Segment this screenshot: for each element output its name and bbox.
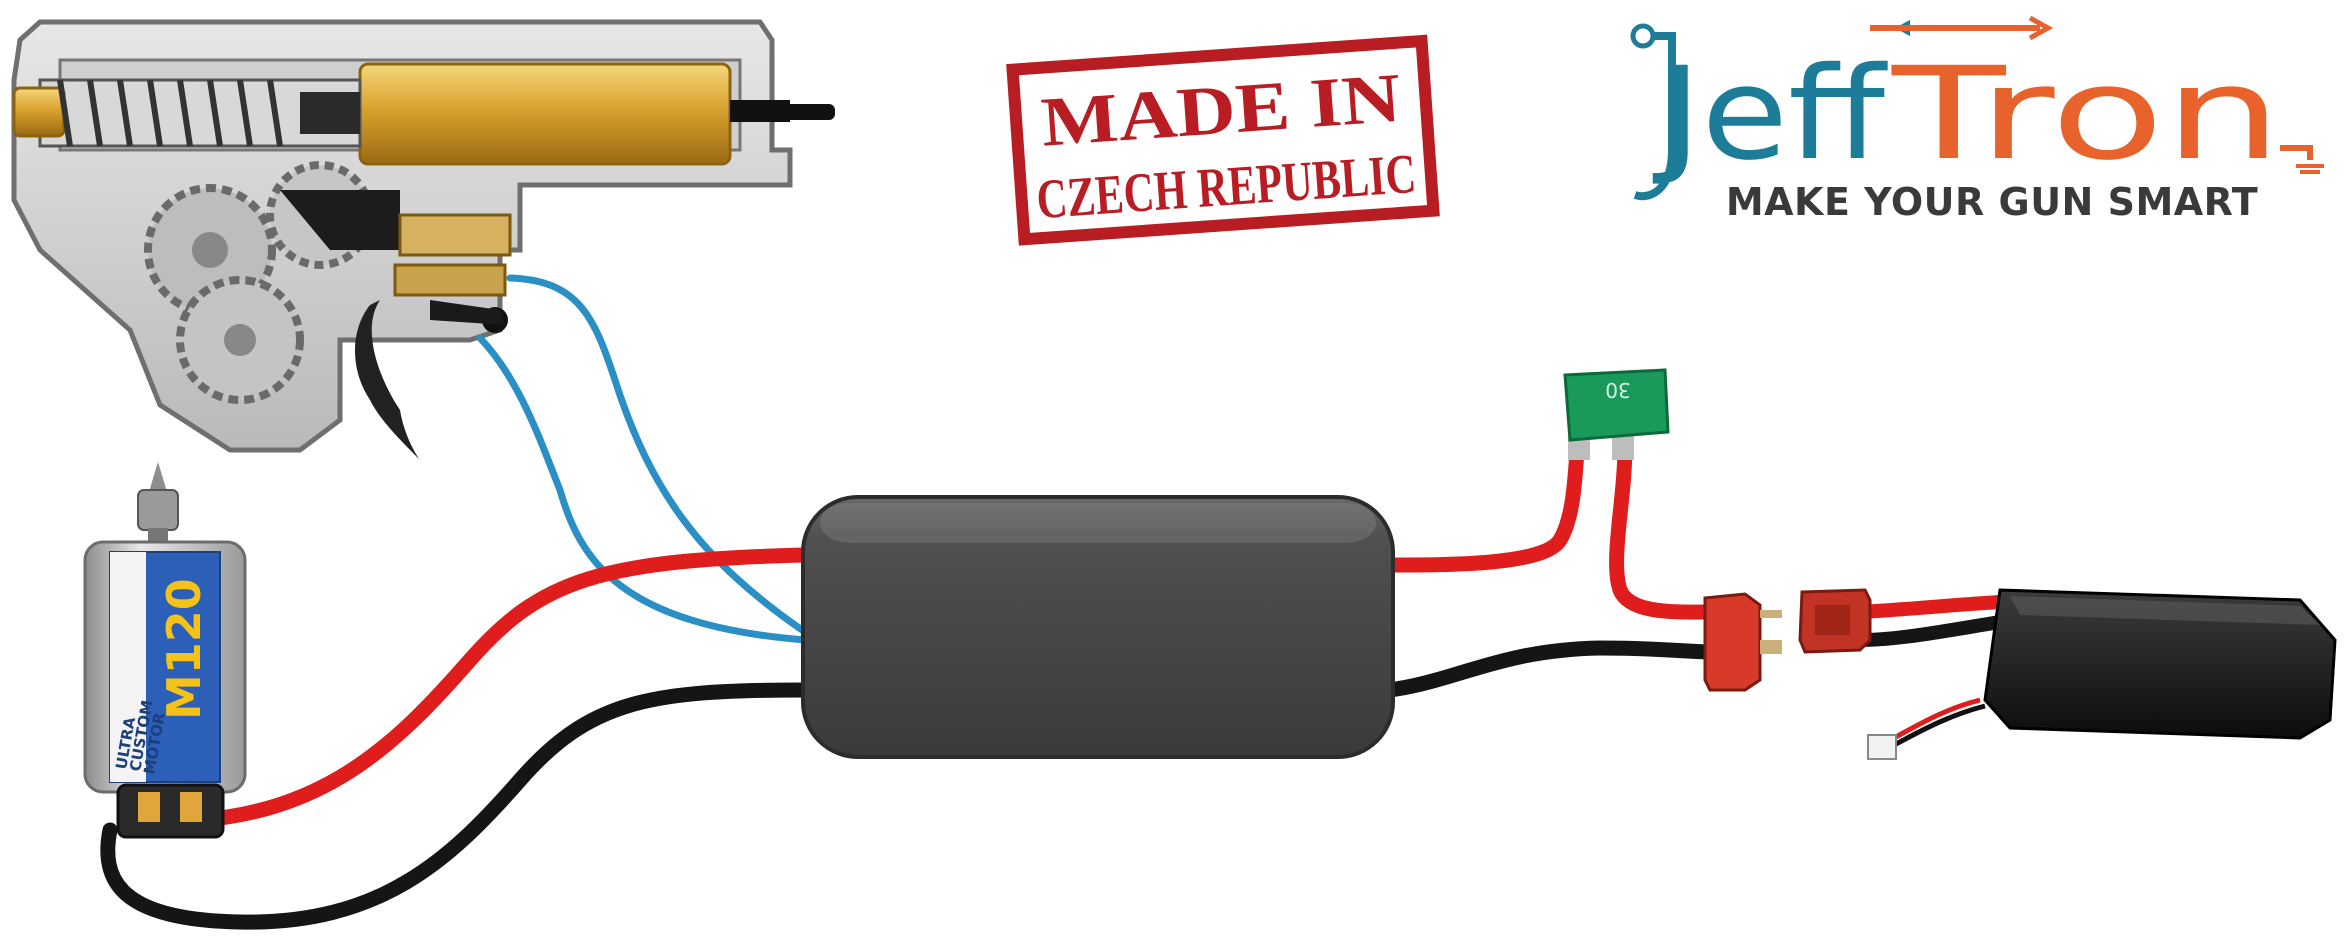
t-plug-female [1798,588,1872,654]
fuse-red-wire-b [1609,437,1723,620]
gearbox [11,19,835,460]
wires [100,274,2007,930]
motor-black-wire [100,682,813,930]
motor: M120 ULTRA CUSTOM MOTOR [83,462,247,839]
fuse-rating: 30 [1605,378,1630,402]
jefftron-logo: Jeff Tron [1630,15,2324,201]
controller-unit [801,495,1395,759]
logo-tagline: MAKE YOUR GUN SMART [1725,180,2259,224]
signal-wire-1 [506,274,809,636]
stamp-line1: MADE IN [1039,60,1403,162]
motor-model: M120 [157,578,211,720]
signal-wire-2 [476,334,809,644]
fuse-red-wire-a [1382,432,1586,573]
blade-fuse: 30 [1563,368,1670,460]
logo-part2: Tron [1891,40,2282,189]
battery-black-wire [1382,640,1718,698]
logo-part1: Jeff [1652,40,1888,189]
lipo-battery [1867,588,2337,760]
t-plug-male [1703,592,1782,692]
made-in-stamp: MADE IN CZECH REPUBLIC [1006,34,1440,246]
motor-red-wire [192,547,813,828]
